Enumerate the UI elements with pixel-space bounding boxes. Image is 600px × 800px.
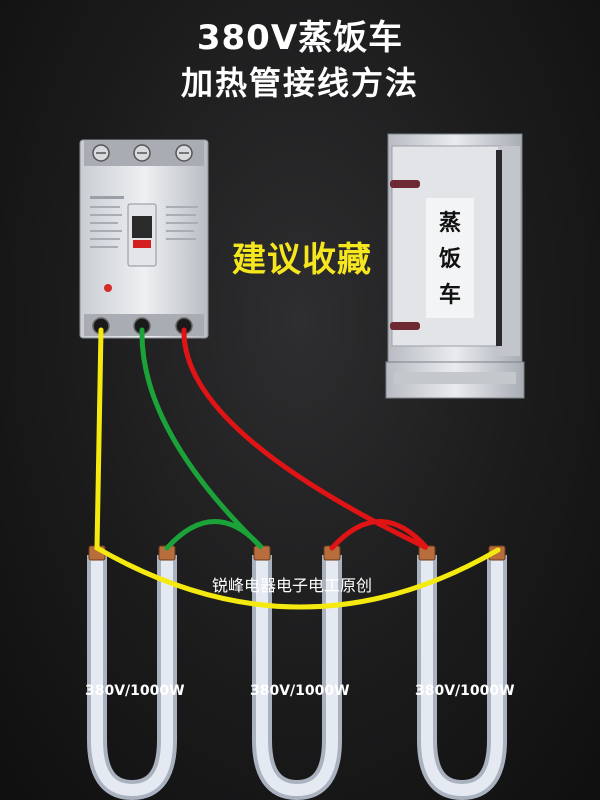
breaker-test-button <box>104 284 112 292</box>
wire-red <box>181 327 429 551</box>
steamer-cabinet <box>385 133 525 399</box>
heating-tube-3 <box>417 555 507 800</box>
wires <box>94 327 501 610</box>
watermark-text: 锐峰电器电子电工原创 <box>212 576 373 595</box>
wire-green <box>139 327 264 551</box>
breaker-bottom-terminals <box>84 314 204 336</box>
breaker-toggle-handle <box>127 203 157 267</box>
circuit-breaker <box>79 139 209 339</box>
wire-yellow <box>94 327 501 610</box>
steamer-label: 蒸 饭 车 <box>426 206 474 314</box>
heater-rating-3: 380V/1000W <box>415 683 515 699</box>
steamer-label-char: 蒸 <box>438 211 461 236</box>
heating-tube-1 <box>87 555 177 800</box>
steamer-label-char: 车 <box>438 283 461 308</box>
collect-label: 建议收藏 <box>232 240 372 280</box>
heating-tubes <box>87 545 507 800</box>
page-subtitle: 加热管接线方法 <box>180 64 419 102</box>
heating-tube-terminals <box>88 545 506 561</box>
heater-rating-1: 380V/1000W <box>85 683 185 699</box>
breaker-top-terminals <box>84 140 204 166</box>
steamer-label-char: 饭 <box>438 247 461 272</box>
heater-rating-2: 380V/1000W <box>250 683 350 699</box>
page-title: 380V蒸饭车 <box>196 18 404 58</box>
heating-tube-2 <box>252 555 342 800</box>
